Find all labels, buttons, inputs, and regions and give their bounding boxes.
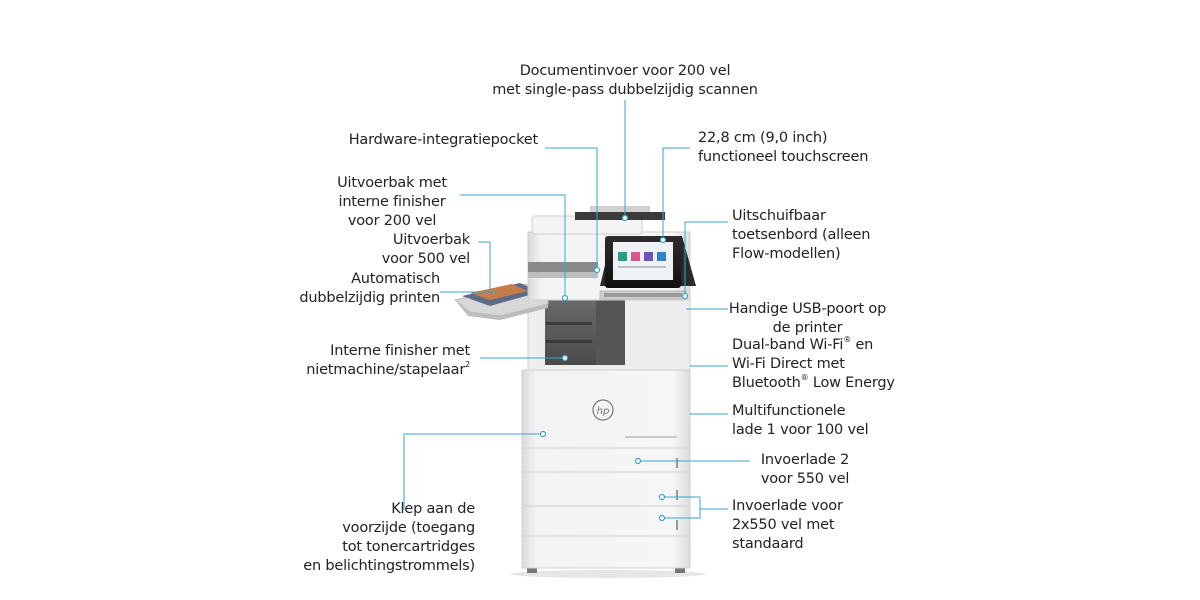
label-duplex: Automatisch dubbelzijdig printen xyxy=(290,270,440,308)
callout-dots xyxy=(539,214,689,522)
callout-line-front-door xyxy=(403,433,543,510)
label-text: en xyxy=(855,337,874,353)
printer-illustration: hp xyxy=(453,206,706,578)
callout-line-output-finisher xyxy=(460,194,566,298)
hp-logo-icon: hp xyxy=(592,399,614,421)
label-line: Flow-modellen) xyxy=(732,246,841,262)
callout-line-output-500 xyxy=(478,241,491,292)
label-keyboard: Uitschuifbaar toetsenbord (alleen Flow-m… xyxy=(732,207,870,264)
label-line: functioneel touchscreen xyxy=(698,149,869,165)
label-line: tot tonercartridges xyxy=(342,539,475,555)
label-tray1: Multifunctionele lade 1 voor 100 vel xyxy=(732,402,869,440)
label-line: 2x550 vel met xyxy=(732,517,835,533)
label-output-finisher: Uitvoerbak met interne finisher voor 200… xyxy=(322,174,462,231)
label-touchscreen: 22,8 cm (9,0 inch) functioneel touchscre… xyxy=(698,129,868,167)
label-line: Invoerlade 2 xyxy=(760,452,850,468)
label-line: toetsenbord (alleen xyxy=(732,227,871,243)
label-line: Klep aan de xyxy=(391,501,475,517)
label-line: voor 500 vel xyxy=(381,251,471,267)
label-line: Documentinvoer voor 200 vel xyxy=(519,63,731,79)
label-line: voor 200 vel xyxy=(347,213,437,229)
label-text: Low Energy xyxy=(808,375,895,391)
callout-line-hardware-pocket xyxy=(545,147,598,270)
label-output-500: Uitvoerbak voor 500 vel xyxy=(370,231,471,269)
label-line: Hardware-integratiepocket xyxy=(348,132,538,148)
label-tray-stand: Invoerlade voor 2x550 vel met standaard xyxy=(732,497,843,554)
label-line: dubbelzijdig printen xyxy=(299,290,440,306)
label-line: Invoerlade voor xyxy=(732,498,843,514)
label-line: Automatisch xyxy=(351,271,440,287)
label-line: de printer xyxy=(772,320,843,336)
label-line: interne finisher xyxy=(338,194,446,210)
callout-line-keyboard xyxy=(684,221,728,296)
label-line: Uitvoerbak met xyxy=(337,175,447,191)
label-line: Handige USB-poort op xyxy=(728,301,887,317)
label-line: standaard xyxy=(732,536,804,552)
callout-line-tray-stand-b xyxy=(662,509,701,519)
label-document-feeder: Documentinvoer voor 200 vel met single-p… xyxy=(470,62,780,100)
callout-line-touchscreen xyxy=(662,147,690,240)
registered-mark: ® xyxy=(843,335,852,344)
label-line: voor 550 vel xyxy=(760,471,850,487)
label-line: 22,8 cm (9,0 inch) xyxy=(698,130,828,146)
label-line: Wi-Fi Direct met xyxy=(732,356,845,372)
label-text: Bluetooth xyxy=(732,375,801,391)
label-line: met single-pass dubbelzijdig scannen xyxy=(492,82,758,98)
label-wireless: Dual-band Wi-Fi® en Wi-Fi Direct met Blu… xyxy=(732,336,895,393)
label-line: lade 1 voor 100 vel xyxy=(732,422,869,438)
callout-line-tray-stand-a xyxy=(662,496,728,510)
label-text: nietmachine/stapelaar xyxy=(306,362,466,378)
label-front-door: Klep aan de voorzijde (toegang tot toner… xyxy=(270,500,475,576)
label-tray2: Invoerlade 2 voor 550 vel xyxy=(745,451,865,489)
label-hardware-pocket: Hardware-integratiepocket xyxy=(330,131,538,150)
label-line: en belichtingstrommels) xyxy=(303,558,475,574)
label-line: Interne finisher met xyxy=(330,343,470,359)
label-line: voorzijde (toegang xyxy=(342,520,475,536)
label-internal-finisher: Interne finisher met nietmachine/stapela… xyxy=(280,342,470,380)
footnote-mark: 2 xyxy=(465,360,470,369)
label-text: Dual-band Wi-Fi xyxy=(732,337,844,353)
svg-text:hp: hp xyxy=(597,406,610,417)
label-line: Uitvoerbak xyxy=(392,232,470,248)
registered-mark: ® xyxy=(800,373,809,382)
label-usb: Handige USB-poort op de printer xyxy=(725,300,890,338)
label-line: Uitschuifbaar xyxy=(732,208,826,224)
callout-lines xyxy=(403,100,750,519)
label-line: Multifunctionele xyxy=(732,403,846,419)
